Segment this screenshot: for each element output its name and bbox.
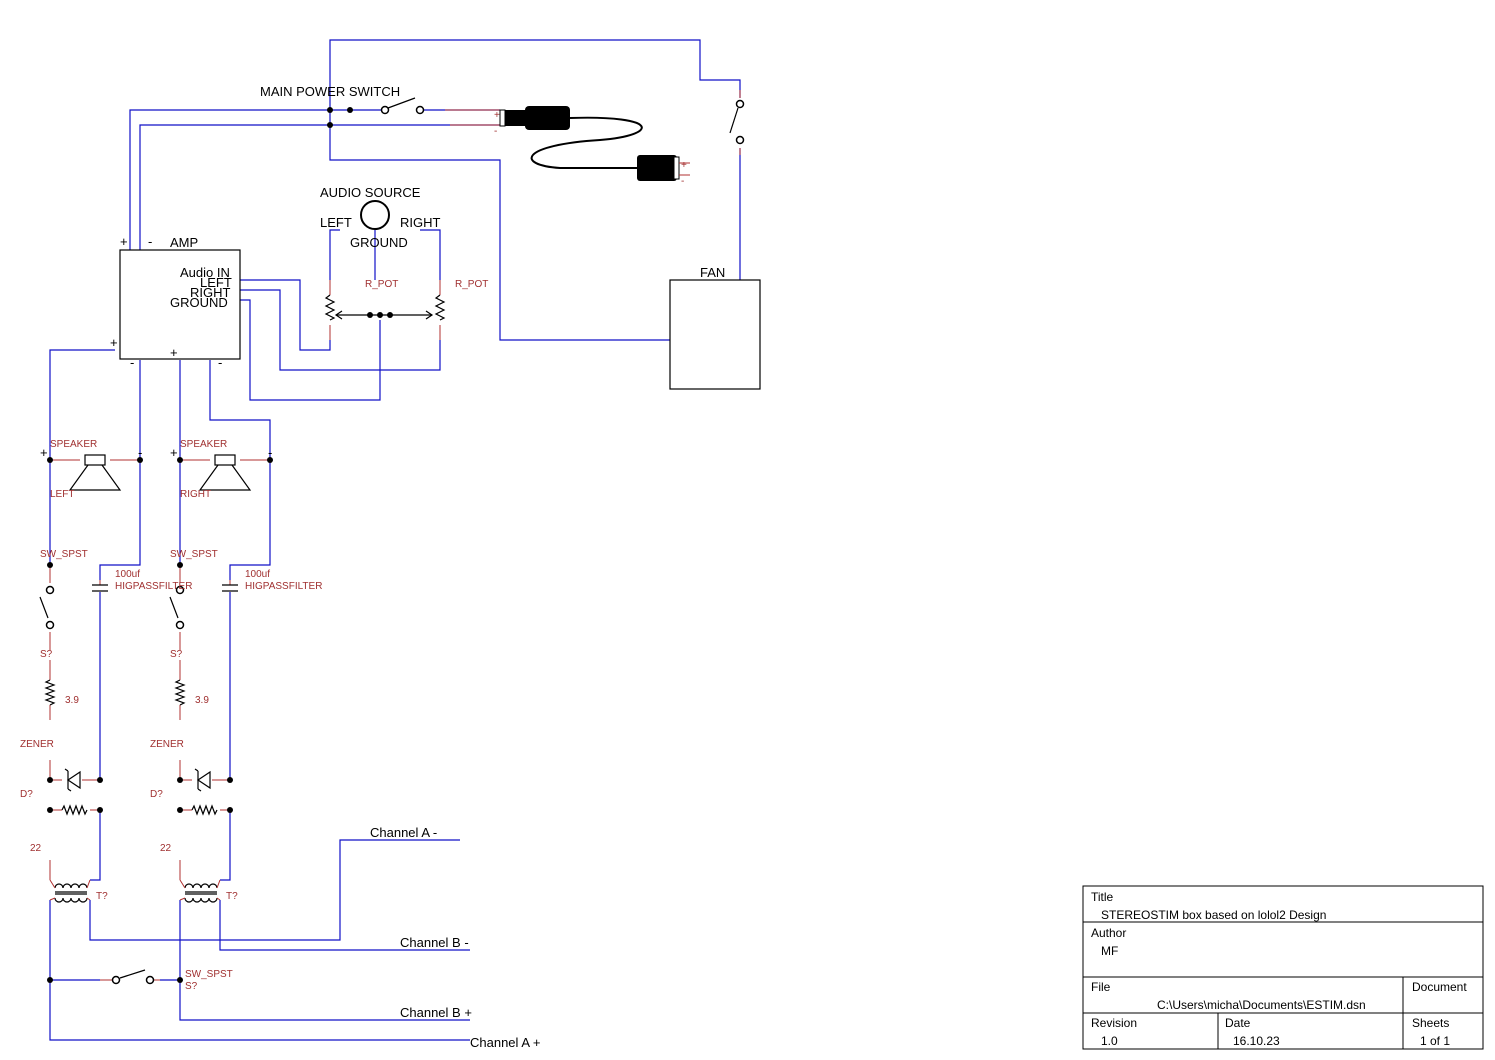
- trafo-right-ref: T?: [226, 891, 238, 902]
- revision-value: 1.0: [1101, 1034, 1118, 1048]
- sw-right-s: S?: [170, 649, 183, 660]
- amp-audio-in-label: Audio IN: [180, 265, 230, 280]
- audio-ground-label: GROUND: [350, 235, 408, 250]
- cap-left-value: 100uf: [115, 569, 140, 580]
- audio-left-label: LEFT: [320, 215, 352, 230]
- audio-source-label: AUDIO SOURCE: [320, 185, 421, 200]
- plug-minus-label: -: [494, 126, 497, 137]
- trafo-left-ref: T?: [96, 891, 108, 902]
- diode-left-ref: D?: [20, 789, 33, 800]
- audio-source-jack: [360, 200, 390, 230]
- speaker-left-value: LEFT: [50, 489, 74, 500]
- potentiometers: [324, 294, 446, 321]
- sw-bottom-ref: SW_SPST: [185, 969, 233, 980]
- pot-left-label: R_POT: [365, 279, 398, 290]
- amp-power-minus: -: [148, 234, 152, 249]
- speaker-right-value: RIGHT: [180, 489, 211, 500]
- spk-right-plus: +: [170, 445, 178, 460]
- amp-label: AMP: [170, 235, 198, 250]
- sw-bottom-s: S?: [185, 981, 198, 992]
- spk-right-minus: -: [268, 445, 272, 460]
- sw-left-ref: SW_SPST: [40, 549, 88, 560]
- main-power-switch-label: MAIN POWER SWITCH: [260, 84, 400, 99]
- speaker-left-icon: [68, 454, 122, 491]
- res22-right-value: 22: [160, 843, 172, 854]
- wires: [49, 39, 741, 1041]
- amp-left-label: LEFT: [200, 275, 232, 290]
- pot-right-label: R_POT: [455, 279, 488, 290]
- title-label: Title: [1091, 890, 1114, 904]
- labels: MAIN POWER SWITCH AUDIO SOURCE LEFT RIGH…: [20, 84, 725, 1050]
- title-value: STEREOSTIM box based on lolol2 Design: [1101, 908, 1326, 922]
- capacitors: [92, 584, 238, 592]
- file-label: File: [1091, 980, 1111, 994]
- cap-right-ref: HIGPASSFILTER: [245, 581, 322, 592]
- jack-plus-label: +: [681, 160, 687, 171]
- amp-right-label: RIGHT: [190, 285, 231, 300]
- amp-out-right-plus: +: [170, 345, 178, 360]
- author-label: Author: [1091, 926, 1126, 940]
- cap-right-value: 100uf: [245, 569, 270, 580]
- amp-power-plus: +: [120, 234, 128, 249]
- res22-left-value: 22: [30, 843, 42, 854]
- channel-b-plus-label: Channel B +: [400, 1005, 472, 1020]
- diode-right-ref: D?: [150, 789, 163, 800]
- speaker-right-ref: SPEAKER: [180, 439, 227, 450]
- channel-a-minus-label: Channel A -: [370, 825, 437, 840]
- amp-out-right-minus: -: [218, 355, 222, 370]
- spst-switches: [39, 585, 185, 985]
- plug-plus-label: +: [494, 110, 500, 121]
- sheets-label: Sheets: [1412, 1016, 1449, 1030]
- resistors-3-9: [44, 679, 186, 706]
- spk-left-minus: -: [138, 445, 142, 460]
- spk-left-plus: +: [40, 445, 48, 460]
- amp-out-left-minus: -: [130, 355, 134, 370]
- amp-box: [119, 249, 241, 360]
- channel-b-minus-label: Channel B -: [400, 935, 469, 950]
- main-power-switch: [380, 97, 425, 115]
- fan-box: [669, 279, 761, 390]
- zener-left-ref: ZENER: [20, 739, 54, 750]
- dc-plug-icon: + - + -: [494, 106, 690, 187]
- sw-left-s: S?: [40, 649, 53, 660]
- jack-minus-label: -: [681, 176, 684, 187]
- cap-left-ref: HIGPASSFILTER: [115, 581, 192, 592]
- audio-right-label: RIGHT: [400, 215, 441, 230]
- revision-label: Revision: [1091, 1016, 1137, 1030]
- junction-dots: [47, 107, 353, 983]
- title-block: Title STEREOSTIM box based on lolol2 Des…: [1082, 885, 1484, 1050]
- pin-stubs: [49, 90, 741, 981]
- fan-label: FAN: [700, 265, 725, 280]
- speaker-left-ref: SPEAKER: [50, 439, 97, 450]
- resistors-22: [61, 804, 218, 816]
- amp-ground-label: GROUND: [170, 295, 228, 310]
- file-value: C:\Users\micha\Documents\ESTIM.dsn: [1157, 998, 1366, 1012]
- author-value: MF: [1101, 944, 1118, 958]
- amp-out-left-plus: +: [110, 335, 118, 350]
- speaker-right-icon: [198, 454, 252, 491]
- channel-a-plus-label: Channel A +: [470, 1035, 540, 1050]
- fan-switch: [729, 99, 745, 145]
- document-label: Document: [1412, 980, 1467, 994]
- date-label: Date: [1225, 1016, 1251, 1030]
- date-value: 16.10.23: [1233, 1034, 1280, 1048]
- zener-diodes: [64, 768, 211, 792]
- res-right-value: 3.9: [195, 695, 209, 706]
- transformers: [49, 879, 221, 903]
- sw-right-ref: SW_SPST: [170, 549, 218, 560]
- res-left-value: 3.9: [65, 695, 79, 706]
- sheets-value: 1 of 1: [1420, 1034, 1450, 1048]
- zener-right-ref: ZENER: [150, 739, 184, 750]
